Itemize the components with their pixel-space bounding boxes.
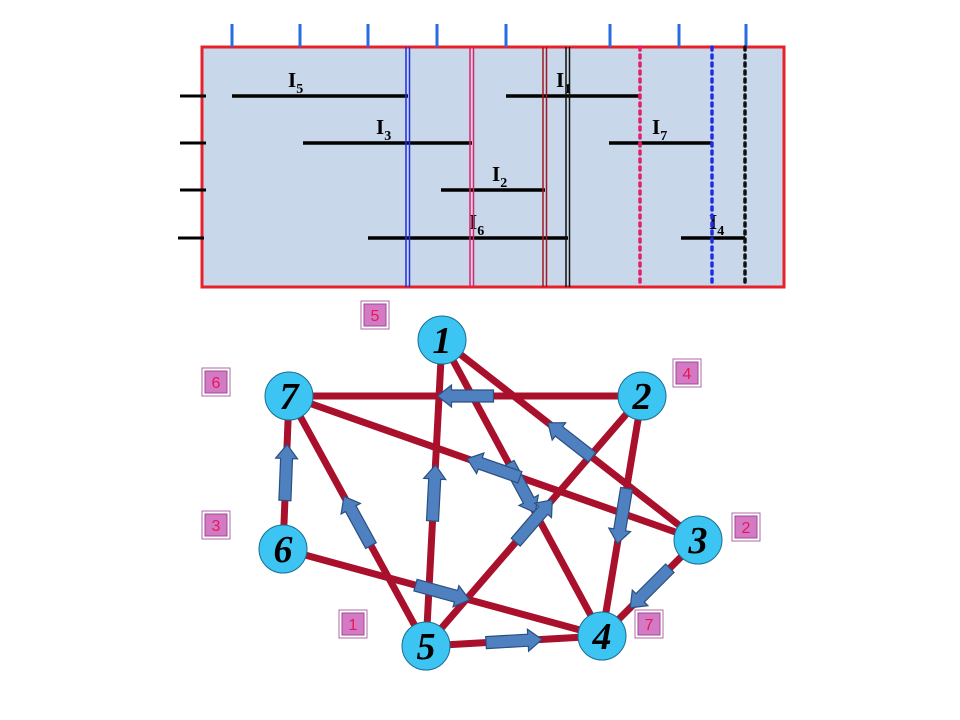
node-circle-2 (617, 371, 667, 421)
node-4: 4 (577, 611, 627, 661)
order-badge-2: 4 (672, 358, 702, 388)
arrow-icon-3-to-7 (466, 452, 523, 484)
node-label-1: 1 (433, 320, 452, 362)
arrow-icon-6-to-7 (274, 443, 299, 502)
node-3: 3 (673, 515, 723, 565)
interval-label-i7: I7 (652, 115, 667, 144)
order-badge-fill (204, 370, 228, 394)
order-badge-fill (363, 303, 387, 327)
arrow-icon-5-to-4 (485, 628, 543, 653)
order-badge-fill (734, 515, 758, 539)
node-label-2: 2 (632, 376, 652, 418)
node-circle-3 (673, 515, 723, 565)
order-badge-label: 4 (683, 366, 692, 383)
order-badge-label: 2 (742, 520, 751, 537)
node-circle-7 (264, 371, 314, 421)
interval-graph: 1 5 2 4 3 2 4 7 5 1 6 3 7 6 (201, 300, 761, 671)
order-badge-fill (637, 612, 661, 636)
node-circle-4 (577, 611, 627, 661)
order-badge-5: 1 (338, 609, 368, 639)
order-badge-fill (675, 361, 699, 385)
arrow-icon-2-to-4 (607, 486, 634, 545)
node-label-6: 6 (274, 529, 293, 571)
node-label-7: 7 (280, 376, 301, 418)
node-label-4: 4 (592, 616, 612, 658)
node-circle-5 (401, 621, 451, 671)
arrow-icon-6-to-4 (413, 578, 471, 608)
order-badge-label: 7 (645, 617, 654, 634)
order-badge-label: 3 (212, 518, 221, 535)
order-badge-7: 6 (201, 367, 231, 397)
node-circle-1 (417, 315, 467, 365)
interval-label-i3: I3 (376, 115, 391, 144)
arrow-icon-2-to-7 (436, 383, 495, 409)
node-5: 5 (401, 621, 451, 671)
order-badge-label: 6 (212, 375, 221, 392)
arrow-icon-5-to-1 (422, 464, 447, 522)
order-badge-fill (204, 513, 228, 537)
order-badge-6: 3 (201, 510, 231, 540)
order-badge-1: 5 (360, 300, 390, 330)
arrow-icon-5-to-7 (340, 495, 378, 550)
arrow-icon-3-to-4 (629, 563, 675, 609)
order-badge-fill (341, 612, 365, 636)
node-2: 2 (617, 371, 667, 421)
interval-diagram: I5I3I2I6I1I7I4 (178, 24, 786, 289)
order-badge-3: 2 (731, 512, 761, 542)
arrow-icon-5-to-2 (510, 499, 553, 547)
node-label-5: 5 (417, 626, 436, 668)
interval-label-i1: I1 (556, 68, 571, 97)
node-1: 1 (417, 315, 467, 365)
arrow-layer (274, 383, 675, 653)
node-layer: 1 5 2 4 3 2 4 7 5 1 6 3 7 6 (201, 300, 761, 671)
node-circle-6 (258, 524, 308, 574)
arrow-icon-3-to-1 (547, 422, 597, 463)
order-badge-label: 1 (349, 617, 358, 634)
interval-label-i5: I5 (288, 68, 303, 97)
order-badge-label: 5 (371, 308, 380, 325)
node-6: 6 (258, 524, 308, 574)
node-label-3: 3 (688, 520, 708, 562)
node-7: 7 (264, 371, 314, 421)
interval-label-i2: I2 (492, 162, 507, 191)
interval-panel (200, 45, 786, 289)
order-badge-4: 7 (634, 609, 664, 639)
